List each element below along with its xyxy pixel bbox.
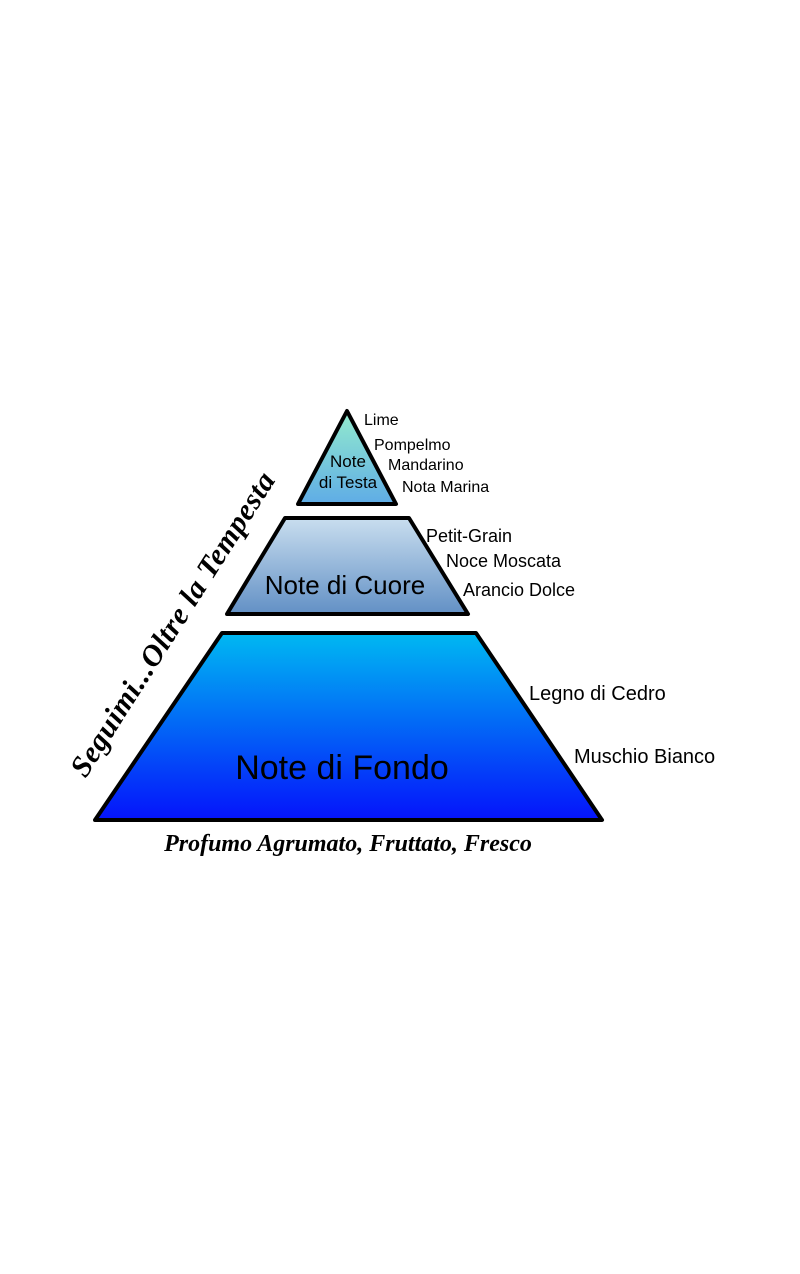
base-notes-trapezoid [93, 631, 604, 822]
level-label-cuore: Note di Cuore [264, 570, 426, 600]
level-label-testa: Note di Testa [300, 451, 396, 493]
bottom-caption: Profumo Agrumato, Fruttato, Fresco [164, 831, 532, 857]
top-notes-triangle [296, 409, 398, 506]
level-label-fondo: Note di Fondo [235, 749, 449, 787]
heart-notes-trapezoid [225, 516, 470, 616]
note-mandarino: Mandarino [388, 457, 464, 474]
level-label-testa-line2: di Testa [318, 473, 378, 492]
note-noce-moscata: Noce Moscata [446, 551, 562, 571]
note-muschio-bianco: Muschio Bianco [574, 746, 716, 768]
note-pompelmo: Pompelmo [374, 437, 451, 454]
level-label-testa-line1: Note [330, 452, 366, 471]
note-arancio-dolce: Arancio Dolce [463, 580, 576, 600]
note-legno-di-cedro: Legno di Cedro [529, 683, 666, 705]
note-petit-grain: Petit-Grain [426, 526, 513, 546]
note-lime: Lime [364, 412, 399, 429]
note-nota-marina: Nota Marina [402, 479, 490, 496]
